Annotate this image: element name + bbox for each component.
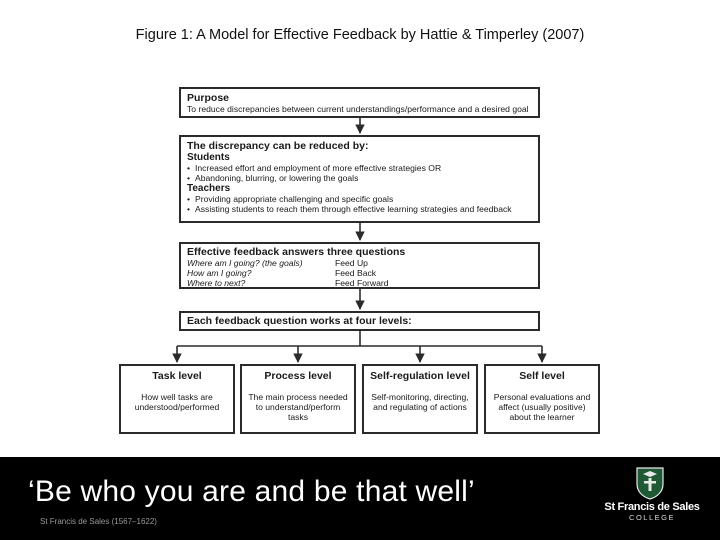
level-box-task: Task level How well tasks are understood…: [119, 364, 235, 434]
purpose-box: Purpose To reduce discrepancies between …: [179, 87, 540, 118]
question-text: Where am I going? (the goals): [187, 258, 303, 268]
level-title: Task level: [152, 370, 202, 382]
level-text: Self-monitoring, directing, and regulati…: [371, 392, 469, 412]
level-title: Self level: [519, 370, 565, 382]
level-box-self-regulation: Self-regulation level Self-monitoring, d…: [362, 364, 478, 434]
students-item: Abandoning, blurring, or lowering the go…: [187, 173, 532, 183]
footer-banner: ‘Be who you are and be that well’ St Fra…: [0, 457, 720, 540]
level-text: Personal evaluations and affect (usually…: [493, 392, 591, 422]
teachers-item: Providing appropriate challenging and sp…: [187, 194, 532, 204]
motto-attribution: St Francis de Sales (1567–1622): [40, 517, 157, 526]
students-heading: Students: [187, 152, 230, 163]
teachers-item: Assisting students to reach them through…: [187, 204, 532, 214]
question-row: Where am I going? (the goals) Feed Up: [187, 258, 532, 268]
college-subtitle: COLLEGE: [629, 513, 675, 522]
discrepancy-box: The discrepancy can be reduced by: Stude…: [179, 135, 540, 223]
questions-heading: Effective feedback answers three questio…: [187, 246, 406, 258]
four-levels-heading: Each feedback question works at four lev…: [187, 315, 412, 327]
level-box-self: Self level Personal evaluations and affe…: [484, 364, 600, 434]
four-levels-box: Each feedback question works at four lev…: [179, 311, 540, 331]
students-item: Increased effort and employment of more …: [187, 163, 532, 173]
questions-box: Effective feedback answers three questio…: [179, 242, 540, 289]
teachers-heading: Teachers: [187, 183, 231, 194]
connector-arrows: [172, 118, 547, 363]
question-answer: Feed Up: [335, 258, 368, 268]
level-text: How well tasks are understood/performed: [134, 392, 220, 412]
question-row: How am I going? Feed Back: [187, 268, 532, 278]
level-title: Self-regulation level: [370, 370, 470, 382]
level-text: The main process needed to understand/pe…: [248, 392, 348, 422]
question-answer: Feed Back: [335, 268, 377, 278]
motto-quote: ‘Be who you are and be that well’: [28, 475, 475, 508]
college-crest-icon: [636, 467, 664, 500]
discrepancy-heading: The discrepancy can be reduced by:: [187, 140, 369, 152]
level-box-process: Process level The main process needed to…: [240, 364, 356, 434]
question-text: How am I going?: [187, 268, 252, 278]
figure-title: Figure 1: A Model for Effective Feedback…: [135, 27, 585, 43]
purpose-heading: Purpose: [187, 92, 230, 104]
level-title: Process level: [264, 370, 332, 382]
question-row: Where to next? Feed Forward: [187, 278, 532, 288]
purpose-text: To reduce discrepancies between current …: [187, 104, 529, 114]
question-answer: Feed Forward: [335, 278, 389, 288]
college-name: St Francis de Sales: [604, 501, 700, 513]
question-text: Where to next?: [187, 278, 246, 288]
